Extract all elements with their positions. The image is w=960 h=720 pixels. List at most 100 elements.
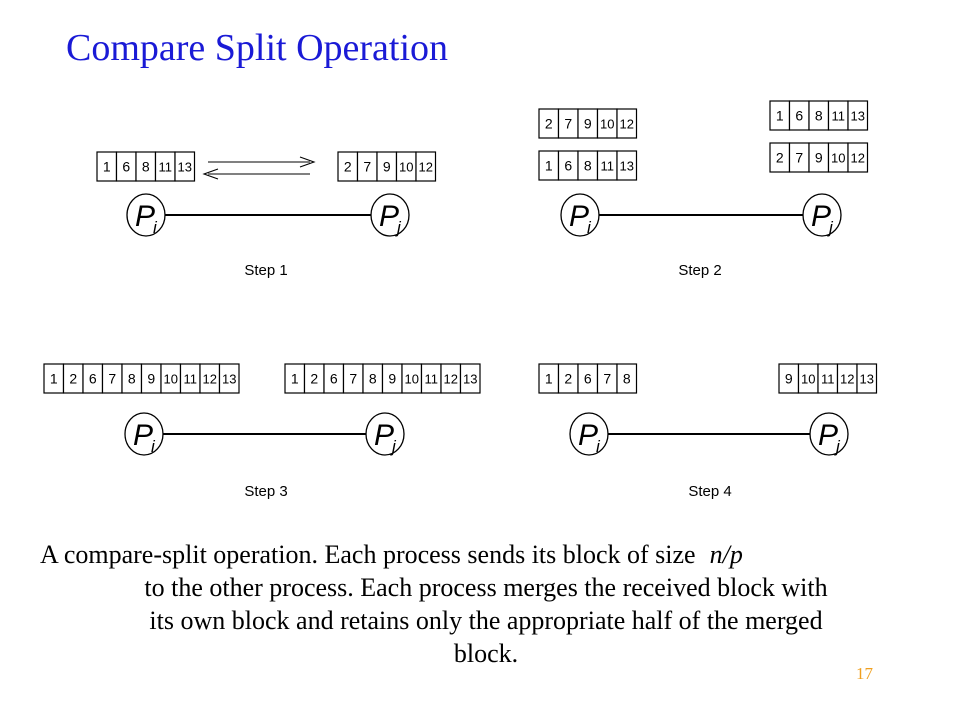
block-cell-value: 1 [776, 108, 784, 124]
block-cell-value: 9 [815, 150, 823, 166]
block-cell-value: 12 [840, 372, 854, 387]
process-pi: Pi [126, 193, 166, 237]
block-cell-value: 7 [108, 371, 116, 387]
block-cell-value: 2 [344, 159, 352, 175]
process-circle [370, 193, 410, 237]
block-cell [856, 363, 878, 394]
process-circle [126, 193, 166, 237]
block-cell-value: 2 [69, 371, 77, 387]
process-pi: Pi [124, 412, 164, 456]
block-cell-value: 8 [142, 159, 150, 175]
block-cell-value: 13 [178, 160, 192, 175]
block-cell [415, 151, 437, 182]
block-cell-value: 7 [349, 371, 357, 387]
block-cell-value: 7 [564, 116, 572, 132]
process-circle [809, 412, 849, 456]
block-cell-value: 1 [50, 371, 58, 387]
block-cell-value: 11 [832, 109, 846, 124]
block-cell-value: 11 [821, 372, 835, 387]
block-cell-value: 6 [795, 108, 803, 124]
block-cell-value: 6 [89, 371, 97, 387]
block-cell-value: 8 [369, 371, 377, 387]
block-cell-value: 6 [122, 159, 130, 175]
block-cell-value: 1 [545, 371, 553, 387]
process-subscript: i [596, 437, 601, 456]
block-cell-value: 6 [330, 371, 338, 387]
send-arrow-head [299, 156, 316, 168]
block-cell-value: 12 [620, 117, 634, 132]
block-cell-value: 11 [425, 372, 439, 387]
process-subscript: j [395, 218, 402, 237]
block-cell-value: 2 [776, 150, 784, 166]
process-subscript: i [587, 218, 592, 237]
page-number: 17 [856, 664, 873, 683]
block-cell [616, 363, 638, 394]
caption-line-1-text: A compare-split operation. Each process … [40, 540, 696, 569]
block-cell-value: 6 [564, 158, 572, 174]
block-cell-value: 13 [860, 372, 874, 387]
process-circle [569, 412, 609, 456]
caption-np: n/p [709, 540, 743, 569]
process-subscript: i [151, 437, 156, 456]
process-label: P [578, 419, 598, 452]
block-cell [218, 363, 240, 394]
pj-data-block: 9 10 11 12 13 [778, 363, 878, 394]
process-label: P [818, 419, 838, 452]
caption-line-1: A compare-split operation. Each process … [40, 538, 932, 571]
block-cell-value: 13 [620, 159, 634, 174]
process-label: P [374, 419, 394, 452]
process-subscript: j [827, 218, 834, 237]
step-label: Step 4 [688, 483, 731, 500]
block-cell-value: 7 [795, 150, 803, 166]
block-cell-value: 10 [164, 372, 178, 387]
block-cell-value: 2 [310, 371, 318, 387]
block-cell-value: 12 [419, 160, 433, 175]
process-subscript: j [834, 437, 841, 456]
block-cell-value: 7 [363, 159, 371, 175]
block-cell-value: 13 [222, 372, 236, 387]
block-cell-value: 12 [444, 372, 458, 387]
block-cell-value: 1 [103, 159, 111, 175]
block-cell-value: 2 [545, 116, 553, 132]
block-cell-value: 8 [128, 371, 136, 387]
process-circle [560, 193, 600, 237]
caption-line-4: block. [453, 639, 519, 668]
block-cell [616, 108, 638, 139]
process-subscript: j [390, 437, 397, 456]
block-cell-value: 10 [405, 372, 419, 387]
block-cell-value: 11 [184, 372, 198, 387]
process-circle [365, 412, 405, 456]
block-cell [847, 100, 869, 131]
process-circle [124, 412, 164, 456]
block-cell-value: 12 [203, 372, 217, 387]
block-cell-value: 10 [801, 372, 815, 387]
block-cell [174, 151, 196, 182]
block-cell-value: 2 [564, 371, 572, 387]
process-pi: Pi [569, 412, 609, 456]
process-subscript: i [153, 218, 158, 237]
block-cell-value: 10 [831, 151, 845, 166]
process-pj: Pj [809, 412, 849, 456]
caption-line-2: to the other process. Each process merge… [144, 573, 828, 602]
block-cell-value: 8 [815, 108, 823, 124]
block-cell-value: 9 [147, 371, 155, 387]
block-cell-value: 10 [399, 160, 413, 175]
block-cell-value: 9 [785, 371, 793, 387]
caption-line-3: its own block and retains only the appro… [149, 606, 823, 635]
block-cell [847, 142, 869, 173]
block-cell-value: 9 [388, 371, 396, 387]
block-cell-value: 9 [584, 116, 592, 132]
block-cell-value: 8 [623, 371, 631, 387]
step-label: Step 3 [244, 483, 287, 500]
block-cell-value: 10 [600, 117, 614, 132]
receive-arrow-head [202, 168, 219, 180]
block-cell-value: 1 [545, 158, 553, 174]
process-pj: Pj [365, 412, 405, 456]
